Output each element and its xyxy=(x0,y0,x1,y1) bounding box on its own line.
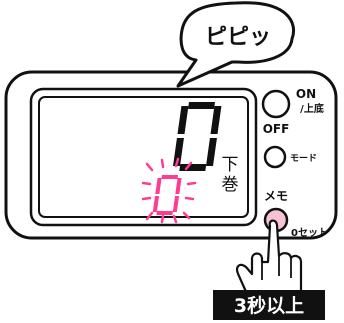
unit-label-bottom: 巻 xyxy=(222,175,239,195)
speech-bubble: ピピッ xyxy=(176,1,295,88)
off-label: OFF xyxy=(263,122,290,136)
instruction-text: 3秒以上 xyxy=(234,294,304,317)
instruction-badge: 3秒以上 xyxy=(213,290,325,320)
mode-button[interactable]: モード xyxy=(263,145,317,169)
mode-label: モード xyxy=(290,153,317,164)
kamisoko-label: /上底 xyxy=(300,102,324,115)
speech-bubble-text: ピピッ xyxy=(205,25,271,50)
memo-label: メモ xyxy=(264,189,288,203)
unit-label-top: 下 xyxy=(222,155,239,175)
on-off-button[interactable]: ON /上底 OFF xyxy=(261,87,324,136)
zero-set-label: 0セット xyxy=(291,227,328,239)
pointing-hand-icon xyxy=(236,219,303,296)
memo-digit: 0 xyxy=(152,175,182,215)
blink-rays-icon xyxy=(141,157,197,224)
lcd-inner-frame xyxy=(38,96,249,218)
on-label: ON xyxy=(296,87,316,101)
memo-button[interactable]: メモ 0セット xyxy=(263,189,328,239)
